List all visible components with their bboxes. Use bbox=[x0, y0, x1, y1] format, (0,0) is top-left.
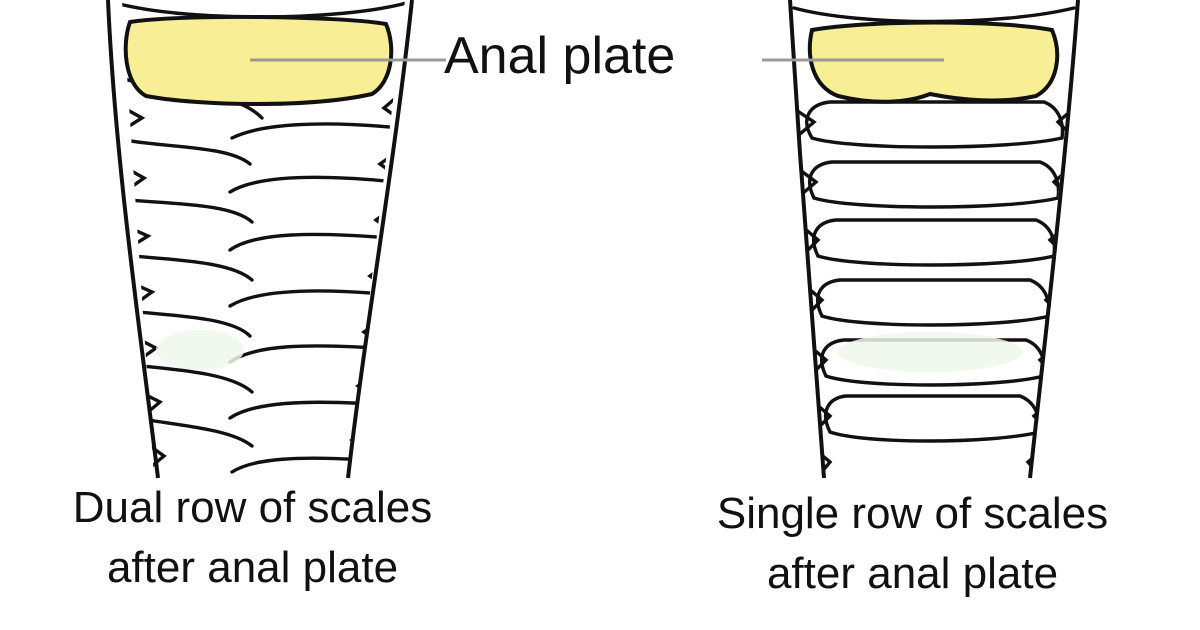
right-tint-patch bbox=[838, 332, 1022, 372]
snake-dual-row bbox=[106, 0, 414, 479]
left-body-outline bbox=[106, 0, 414, 479]
snake-single-row bbox=[788, 0, 1080, 479]
right-anal-plate bbox=[807, 20, 1060, 104]
caption-single-row-line-1: Single row of scales bbox=[716, 489, 1109, 538]
caption-dual-row-line-1: Dual row of scales bbox=[72, 483, 433, 532]
anal-plate-label: Anal plate bbox=[444, 27, 676, 85]
caption-dual-row: Dual row of scales after anal plate bbox=[0, 478, 505, 598]
caption-dual-row-line-2: after anal plate bbox=[106, 543, 399, 592]
caption-single-row-line-2: after anal plate bbox=[766, 549, 1059, 598]
left-tint-patch bbox=[156, 330, 244, 370]
caption-single-row: Single row of scales after anal plate bbox=[660, 484, 1165, 604]
right-body-outline bbox=[788, 0, 1080, 479]
